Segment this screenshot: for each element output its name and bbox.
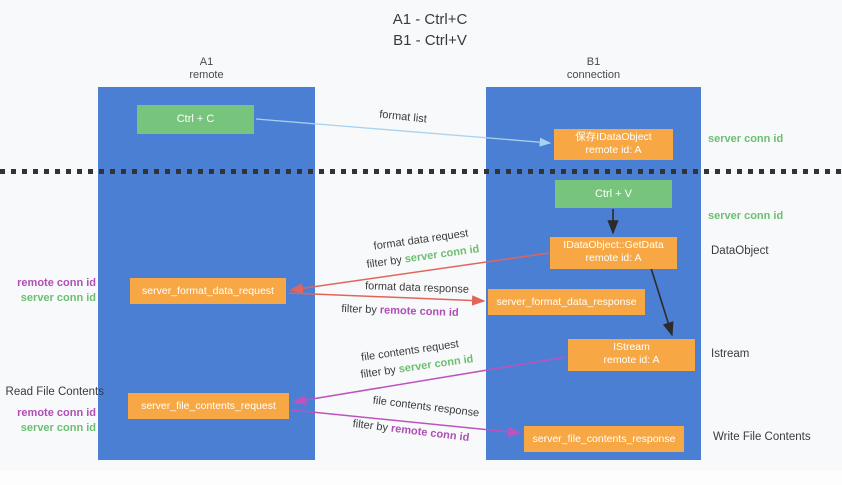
format-data-response-filter-label: filter by remote conn id bbox=[341, 303, 459, 319]
filter-by-prefix: filter by bbox=[365, 253, 406, 271]
istream-line1: IStream bbox=[613, 341, 650, 353]
file-contents-response-filter-label: filter by remote conn id bbox=[352, 418, 470, 444]
ctrl-v-node: Ctrl + V bbox=[555, 180, 672, 208]
format-list-label: format list bbox=[378, 108, 428, 126]
server-conn-id-label-mid: server conn id bbox=[708, 210, 784, 222]
lane-a1-subtitle: remote bbox=[189, 69, 224, 81]
remote-conn-id-text: remote conn id bbox=[390, 422, 470, 445]
lane-b1-subtitle: connection bbox=[566, 69, 621, 81]
diagram-title: A1 - Ctrl+C B1 - Ctrl+V bbox=[290, 9, 570, 51]
save-idataobject-line1: 保存IDataObject bbox=[575, 131, 652, 143]
remote-conn-id-label: remote conn id bbox=[17, 277, 96, 289]
remote-conn-id-text: remote conn id bbox=[379, 304, 459, 320]
lane-a1-header: A1 remote bbox=[98, 56, 315, 82]
istream-label: Istream bbox=[711, 348, 750, 360]
read-file-contents-label: Read File Contents bbox=[5, 386, 104, 398]
filter-by-prefix: filter by bbox=[341, 302, 381, 317]
filter-by-prefix: filter by bbox=[352, 417, 392, 435]
istream-node: IStream remote id: A bbox=[568, 339, 695, 371]
getdata-line1: IDataObject::GetData bbox=[563, 239, 664, 251]
title-line-1: A1 - Ctrl+C bbox=[392, 11, 468, 28]
lane-b1-header: B1 connection bbox=[486, 56, 701, 82]
remote-conn-id-label: remote conn id bbox=[17, 407, 96, 419]
title-line-2: B1 - Ctrl+V bbox=[393, 32, 467, 49]
save-idataobject-line2: remote id: A bbox=[585, 144, 642, 156]
filter-by-prefix: filter by bbox=[359, 363, 400, 381]
getdata-line2: remote id: A bbox=[585, 252, 642, 264]
server-conn-id-label: server conn id bbox=[20, 292, 96, 304]
server-format-data-request-node: server_format_data_request bbox=[130, 278, 286, 304]
server-file-contents-request-node: server_file_contents_request bbox=[128, 393, 289, 419]
format-data-response-label: format data response bbox=[364, 280, 470, 296]
server-conn-id-label: server conn id bbox=[20, 422, 96, 434]
idataobject-getdata-node: IDataObject::GetData remote id: A bbox=[550, 237, 677, 269]
save-idataobject-node: 保存IDataObject remote id: A bbox=[554, 129, 673, 160]
lane-b1-name: B1 bbox=[586, 56, 601, 68]
file-contents-response-label: file contents response bbox=[372, 394, 480, 420]
istream-line2: remote id: A bbox=[603, 354, 660, 366]
bottom-strip bbox=[0, 471, 842, 485]
lane-a1-name: A1 bbox=[199, 56, 214, 68]
left-conn-id-labels-bottom: remote conn id server conn id bbox=[0, 406, 96, 436]
server-conn-id-label-top: server conn id bbox=[708, 133, 784, 145]
write-file-contents-label: Write File Contents bbox=[713, 431, 811, 443]
left-conn-id-labels-top: remote conn id server conn id bbox=[0, 276, 96, 306]
dotted-divider-line bbox=[0, 169, 842, 174]
dataobject-label: DataObject bbox=[711, 245, 769, 257]
server-file-contents-response-node: server_file_contents_response bbox=[524, 426, 684, 452]
server-format-data-response-node: server_format_data_response bbox=[488, 289, 645, 315]
ctrl-c-node: Ctrl + C bbox=[137, 105, 254, 134]
